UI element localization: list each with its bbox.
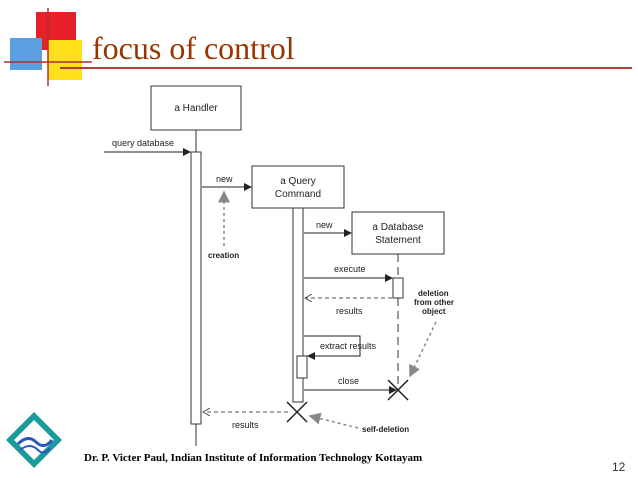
query-database-label: query database [112,138,174,148]
deletion-note-line2: from other [414,298,454,307]
self-deletion-note-label: self-deletion [362,425,409,434]
slide-title: focus of control [92,30,295,66]
deletion-note-line3: object [422,307,446,316]
creation-note-label: creation [208,251,239,260]
query-activation-bar [292,207,304,403]
extract-results-self-call [304,335,361,357]
yellow-square [48,40,82,80]
execute-label: execute [334,264,366,274]
self-deletion-note-arrow [308,412,359,429]
db-destroy-x-b [387,379,409,401]
query-command-object-box [251,165,345,209]
query-command-label-line1: a Query [280,176,316,187]
query-nested-activation [296,355,308,379]
handler-activation-bar [190,151,202,425]
extract-results-label: extract results [320,341,377,351]
handler-object-box [150,85,242,131]
db-statement-label-line2: Statement [375,235,421,246]
title-underline [60,67,632,69]
deletion-note-line1: deletion [418,289,449,298]
new-query-label: new [216,174,233,184]
handler-object-label: a Handler [174,103,218,114]
results-handler-label: results [232,420,259,430]
db-statement-object-box [351,211,445,255]
db-activation-bar [392,277,404,299]
query-destroy-x-b [286,401,308,423]
page-number: 12 [612,460,626,474]
query-command-label-line2: Command [275,189,321,200]
institute-logo [6,412,62,468]
close-label: close [338,376,359,386]
new-db-label: new [316,220,333,230]
deletion-note-arrow [409,321,437,378]
blue-square [10,38,42,70]
footer-credit: Dr. P. Victer Paul, Indian Institute of … [84,452,423,464]
db-statement-label-line1: a Database [372,222,424,233]
results-db-label: results [336,306,363,316]
